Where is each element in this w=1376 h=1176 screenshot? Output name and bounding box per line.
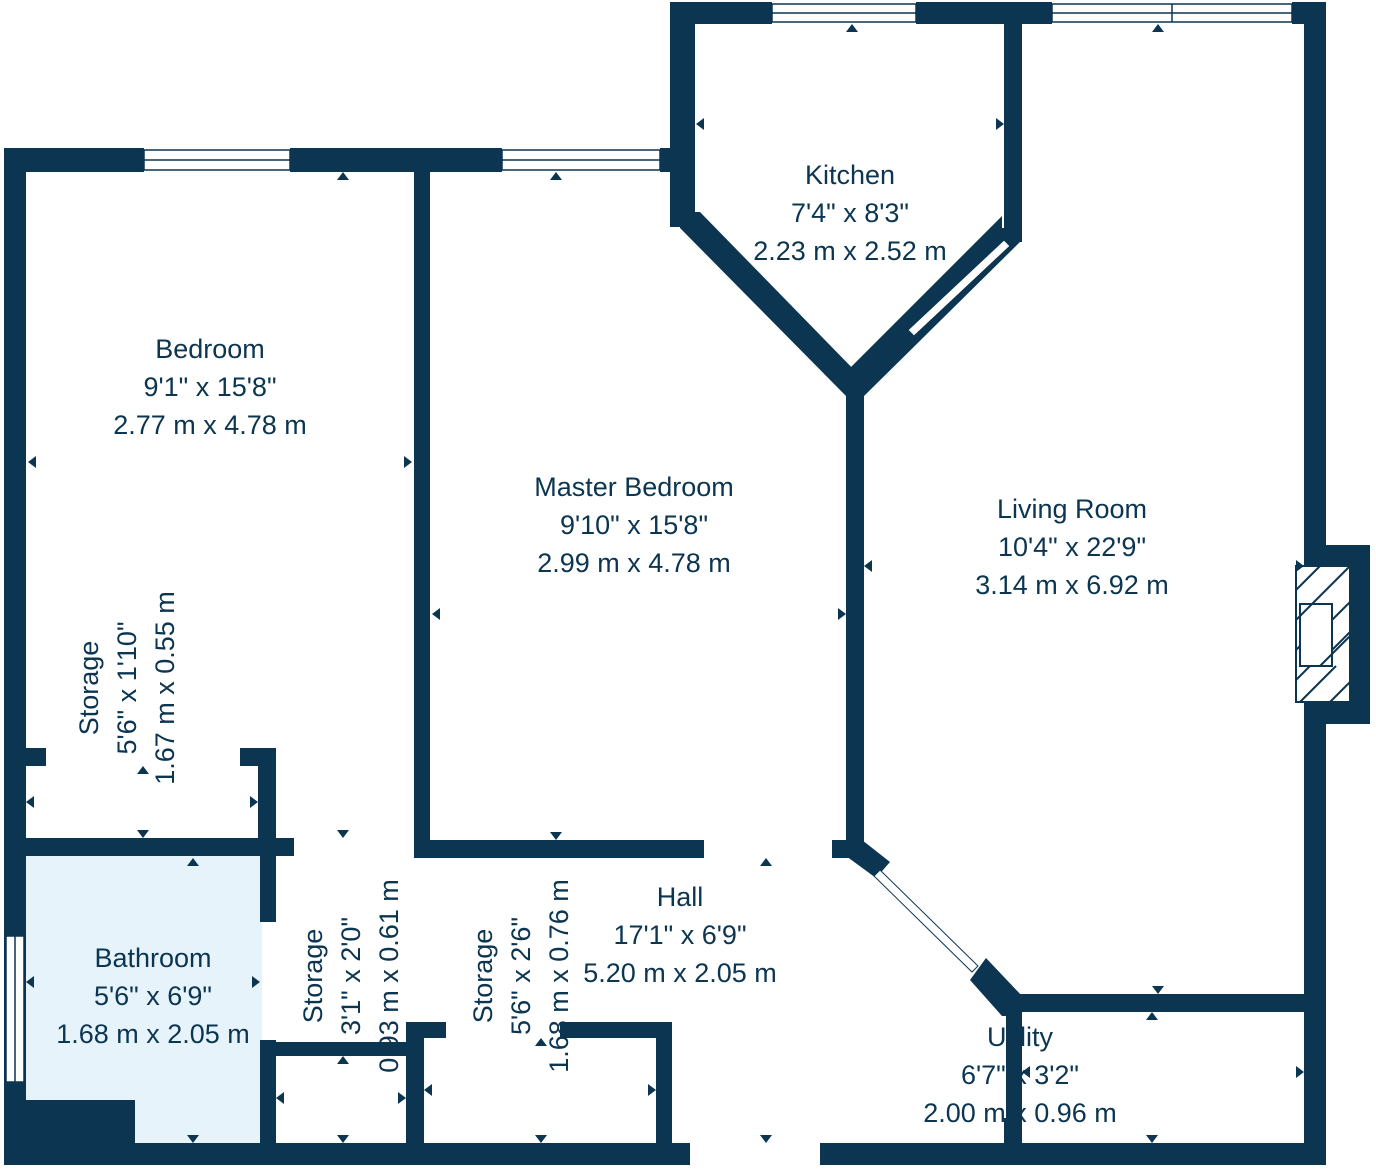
- room-imperial: 3'1" x 2'0": [336, 917, 366, 1035]
- room-name: Bathroom: [94, 943, 211, 973]
- room-imperial: 10'4" x 22'9": [998, 532, 1146, 562]
- room-metric: 2.23 m x 2.52 m: [753, 236, 947, 266]
- walls: [4, 2, 1370, 1165]
- room-imperial: 9'10" x 15'8": [560, 510, 708, 540]
- bathroom-fill: [24, 855, 262, 1145]
- room-name: Bedroom: [155, 334, 265, 364]
- door-openings: [690, 239, 1011, 1163]
- room-label-storage-bedroom: Storage 5'6" x 1'10" 1.67 m x 0.55 m: [74, 591, 180, 785]
- room-label-bedroom: Bedroom 9'1" x 15'8" 2.77 m x 4.78 m: [113, 334, 307, 440]
- dimension-arrows: [26, 24, 1304, 1143]
- room-metric: 0.93 m x 0.61 m: [374, 879, 404, 1073]
- room-label-storage-hall-left: Storage 3'1" x 2'0" 0.93 m x 0.61 m: [298, 879, 404, 1073]
- windows: [5, 3, 1293, 1083]
- room-imperial: 6'7" x 3'2": [961, 1060, 1079, 1090]
- room-metric: 1.68 m x 0.76 m: [544, 879, 574, 1073]
- room-label-storage-hall-right: Storage 5'6" x 2'6" 1.68 m x 0.76 m: [468, 879, 574, 1073]
- window-kitchen: [771, 3, 917, 23]
- window-bedroom: [143, 149, 291, 171]
- room-name: Storage: [468, 929, 498, 1024]
- room-label-bathroom: Bathroom 5'6" x 6'9" 1.68 m x 2.05 m: [56, 943, 250, 1049]
- room-label-master-bedroom: Master Bedroom 9'10" x 15'8" 2.99 m x 4.…: [534, 472, 734, 578]
- room-name: Storage: [74, 641, 104, 736]
- room-metric: 2.77 m x 4.78 m: [113, 410, 307, 440]
- room-label-hall: Hall 17'1" x 6'9" 5.20 m x 2.05 m: [583, 882, 777, 988]
- room-metric: 2.99 m x 4.78 m: [537, 548, 731, 578]
- room-label-utility: Utility 6'7" x 3'2" 2.00 m x 0.96 m: [923, 1022, 1117, 1128]
- room-imperial: 5'6" x 6'9": [94, 981, 212, 1011]
- room-name: Utility: [987, 1022, 1053, 1052]
- room-name: Living Room: [997, 494, 1147, 524]
- room-metric: 1.68 m x 2.05 m: [56, 1019, 250, 1049]
- room-imperial: 7'4" x 8'3": [791, 198, 909, 228]
- fireplace: [1295, 565, 1351, 703]
- room-imperial: 17'1" x 6'9": [613, 920, 746, 950]
- room-label-kitchen: Kitchen 7'4" x 8'3" 2.23 m x 2.52 m: [753, 160, 947, 266]
- room-imperial: 5'6" x 1'10": [112, 621, 142, 754]
- room-imperial: 9'1" x 15'8": [143, 372, 276, 402]
- room-name: Hall: [657, 882, 704, 912]
- window-bathroom: [5, 935, 25, 1083]
- room-metric: 3.14 m x 6.92 m: [975, 570, 1169, 600]
- room-name: Kitchen: [805, 160, 895, 190]
- window-living: [1051, 3, 1293, 23]
- window-master: [501, 149, 661, 171]
- room-metric: 2.00 m x 0.96 m: [923, 1098, 1117, 1128]
- room-label-living-room: Living Room 10'4" x 22'9" 3.14 m x 6.92 …: [975, 494, 1169, 600]
- room-name: Master Bedroom: [534, 472, 734, 502]
- room-metric: 1.67 m x 0.55 m: [150, 591, 180, 785]
- room-metric: 5.20 m x 2.05 m: [583, 958, 777, 988]
- room-name: Storage: [298, 929, 328, 1024]
- room-imperial: 5'6" x 2'6": [506, 917, 536, 1035]
